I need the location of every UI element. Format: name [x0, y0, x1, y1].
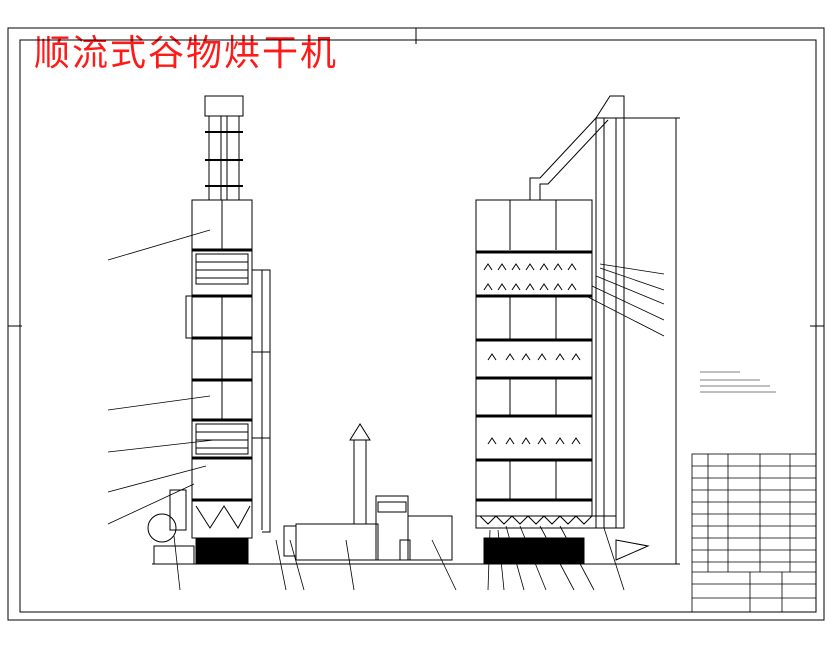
furnace [283, 423, 453, 561]
notes-block [700, 371, 776, 393]
exhaust-stack [204, 95, 244, 117]
right-dryer-tower [460, 95, 680, 565]
left-dryer-tower [147, 95, 271, 565]
heat-exchanger [295, 523, 379, 561]
bucket-elevator [595, 117, 625, 529]
outer-frame [7, 27, 825, 621]
chimney-arrow [349, 423, 371, 441]
air-louvers [483, 263, 581, 445]
title-block [691, 453, 817, 613]
left-base [195, 537, 249, 565]
right-body [475, 199, 593, 517]
fan [147, 513, 177, 543]
drawing-title: 顺流式谷物烘干机 [34, 33, 339, 74]
leader-lines [107, 229, 665, 591]
